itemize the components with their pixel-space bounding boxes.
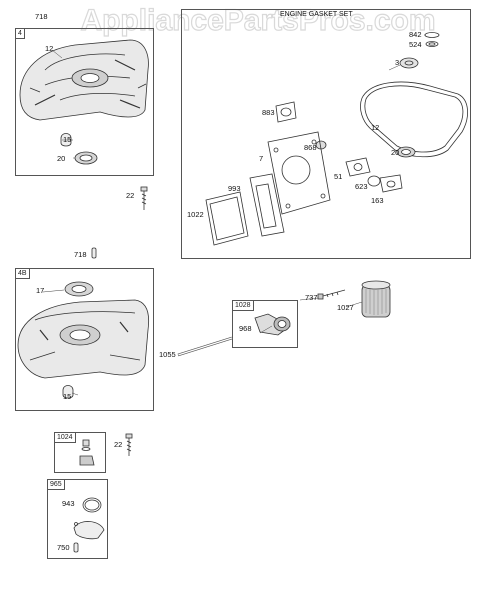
group-4b-box bbox=[15, 268, 154, 411]
label-15-top: 15 bbox=[63, 135, 72, 144]
group-1028-box bbox=[232, 300, 298, 348]
label-20-kit: 20 bbox=[391, 148, 400, 157]
label-1055: 1055 bbox=[159, 350, 176, 359]
gasket-943 bbox=[82, 497, 102, 513]
leader-lines bbox=[42, 34, 425, 396]
seal-20-kit bbox=[396, 146, 416, 158]
group-4-tag: 4 bbox=[15, 28, 25, 39]
gasket-163 bbox=[379, 174, 403, 193]
bolt-737 bbox=[317, 289, 346, 300]
label-968: 968 bbox=[239, 324, 252, 333]
oil-seal-20-top bbox=[74, 151, 98, 165]
gasket-993 bbox=[249, 173, 285, 237]
label-1022: 1022 bbox=[187, 210, 204, 219]
plug-1024-parts bbox=[79, 439, 95, 466]
gasket-842 bbox=[424, 32, 440, 38]
label-993: 993 bbox=[228, 184, 241, 193]
label-12-gasket: 12 bbox=[371, 123, 380, 132]
label-718-top: 718 bbox=[35, 12, 48, 21]
gasket-51 bbox=[345, 157, 371, 177]
label-7: 7 bbox=[259, 154, 264, 163]
label-22-top: 22 bbox=[126, 191, 135, 200]
seal-3 bbox=[399, 57, 419, 69]
label-750: 750 bbox=[57, 543, 70, 552]
seal-17 bbox=[64, 281, 94, 297]
label-718-mid: 718 bbox=[74, 250, 87, 259]
pin-750 bbox=[73, 542, 79, 553]
label-623: 623 bbox=[355, 182, 368, 191]
label-883: 883 bbox=[262, 108, 275, 117]
label-1027: 1027 bbox=[337, 303, 354, 312]
label-943: 943 bbox=[62, 499, 75, 508]
screw-22-top bbox=[140, 186, 148, 210]
gasket-883 bbox=[275, 101, 297, 123]
label-3: 3 bbox=[395, 58, 400, 67]
oil-filter-1027 bbox=[361, 280, 391, 318]
label-12-sump: 12 bbox=[45, 44, 54, 53]
tube-1055 bbox=[177, 336, 233, 357]
pin-718-mid bbox=[91, 247, 97, 259]
label-737: 737 bbox=[305, 293, 318, 302]
group-1028-tag: 1028 bbox=[232, 300, 254, 311]
label-17: 17 bbox=[36, 286, 45, 295]
head-gasket-7 bbox=[267, 131, 331, 215]
engine-gasket-set-box bbox=[181, 9, 471, 259]
group-965-box bbox=[47, 479, 108, 559]
label-524: 524 bbox=[409, 40, 422, 49]
label-842: 842 bbox=[409, 30, 422, 39]
seal-15-bottom bbox=[62, 385, 74, 399]
gasket-524 bbox=[425, 41, 439, 47]
filter-adapter-1028 bbox=[254, 313, 291, 336]
cover-965 bbox=[73, 521, 105, 540]
label-15-bottom: 15 bbox=[63, 392, 72, 401]
group-4-box bbox=[15, 28, 154, 176]
group-965-tag: 965 bbox=[47, 479, 65, 490]
sump-cover-bottom bbox=[17, 299, 150, 379]
gasket-623 bbox=[367, 175, 381, 187]
label-868: 868 bbox=[304, 143, 317, 152]
sump-cover-top bbox=[19, 39, 149, 121]
screw-22-bottom bbox=[125, 433, 133, 456]
kit-title: ENGINE GASKET SET bbox=[280, 11, 353, 18]
label-51: 51 bbox=[334, 172, 343, 181]
label-163: 163 bbox=[371, 196, 384, 205]
label-20-top: 20 bbox=[57, 154, 66, 163]
group-4b-tag: 4B bbox=[15, 268, 30, 279]
group-1024-box bbox=[54, 432, 106, 473]
crankcase-gasket-12 bbox=[360, 81, 468, 158]
valve-cover-gasket-1022 bbox=[205, 191, 249, 246]
label-22-bottom: 22 bbox=[114, 440, 123, 449]
group-1024-tag: 1024 bbox=[54, 432, 76, 443]
